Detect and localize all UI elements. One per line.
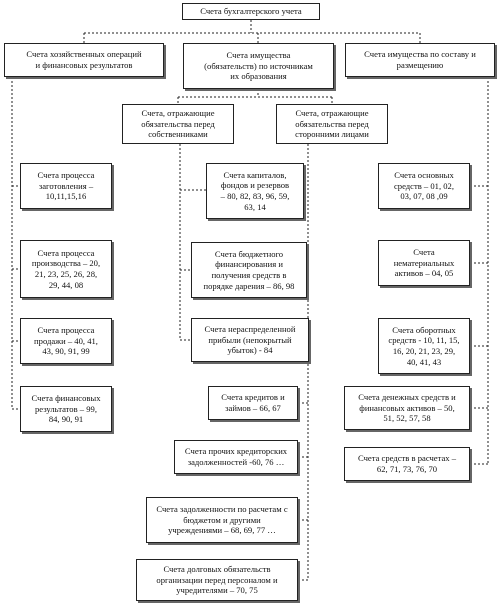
root-box: Счета бухгалтерского учета — [182, 3, 320, 20]
financial-results-label: Счета финансовых результатов – 99, 84, 9… — [31, 392, 101, 425]
composition-box: Счета имущества по составу и размещению — [345, 43, 495, 77]
operations-results-label: Счета хозяйственных операций и финансовы… — [26, 49, 142, 70]
retained-earnings-label: Счета нераспределенной прибыли (непокрыт… — [204, 323, 296, 356]
cash-financial-assets-box: Счета денежных средств и финансовых акти… — [344, 386, 470, 430]
capital-funds-box: Счета капиталов, фондов и резервов – 80,… — [206, 163, 304, 219]
financial-results-box: Счета финансовых результатов – 99, 84, 9… — [20, 386, 112, 432]
current-assets-label: Счета оборотных средств - 10, 11, 15, 16… — [388, 324, 460, 367]
capital-funds-label: Счета капиталов, фондов и резервов – 80,… — [220, 169, 290, 212]
current-assets-box: Счета оборотных средств - 10, 11, 15, 16… — [378, 318, 470, 374]
intangible-assets-box: Счета нематериальных активов – 04, 05 — [378, 240, 470, 286]
fixed-assets-label: Счета основных средств – 01, 02, 03, 07,… — [393, 169, 455, 202]
retained-earnings-box: Счета нераспределенной прибыли (непокрыт… — [191, 318, 309, 362]
root-label: Счета бухгалтерского учета — [200, 6, 302, 17]
third-party-obligations-label: Счета, отражающие обязательства перед ст… — [295, 107, 369, 140]
settlement-funds-box: Счета средств в расчетах – 62, 71, 73, 7… — [344, 447, 470, 481]
credits-loans-label: Счета кредитов и займов – 66, 67 — [221, 392, 285, 413]
budget-financing-label: Счета бюджетного финансирования и получе… — [203, 248, 295, 291]
fixed-assets-box: Счета основных средств – 01, 02, 03, 07,… — [378, 163, 470, 209]
budget-settlements-label: Счета задолженности по расчетам с бюджет… — [156, 503, 288, 536]
other-payables-label: Счета прочих кредиторских задолженностей… — [184, 446, 288, 467]
sources-box: Счета имущества (обязательств) по источн… — [183, 43, 334, 89]
sales-accounts-label: Счета процесса продажи – 40, 41, 43, 90,… — [34, 324, 98, 357]
cash-financial-assets-label: Счета денежных средств и финансовых акти… — [358, 391, 456, 424]
operations-results-box: Счета хозяйственных операций и финансовы… — [4, 43, 164, 77]
owners-obligations-box: Счета, отражающие обязательства перед со… — [122, 104, 234, 144]
debt-obligations-box: Счета долговых обязательств организации … — [136, 559, 298, 601]
sales-accounts-box: Счета процесса продажи – 40, 41, 43, 90,… — [20, 318, 112, 364]
intangible-assets-label: Счета нематериальных активов – 04, 05 — [393, 246, 455, 279]
procurement-accounts-box: Счета процесса заготовления – 10,11,15,1… — [20, 163, 112, 209]
debt-obligations-label: Счета долговых обязательств организации … — [156, 563, 278, 596]
production-accounts-label: Счета процесса производства – 20, 21, 23… — [31, 247, 101, 290]
composition-label: Счета имущества по составу и размещению — [364, 49, 476, 70]
settlement-funds-label: Счета средств в расчетах – 62, 71, 73, 7… — [357, 453, 457, 474]
sources-label: Счета имущества (обязательств) по источн… — [204, 49, 313, 82]
third-party-obligations-box: Счета, отражающие обязательства перед ст… — [276, 104, 388, 144]
credits-loans-box: Счета кредитов и займов – 66, 67 — [208, 386, 298, 420]
other-payables-box: Счета прочих кредиторских задолженностей… — [174, 440, 298, 474]
budget-settlements-box: Счета задолженности по расчетам с бюджет… — [146, 497, 298, 543]
owners-obligations-label: Счета, отражающие обязательства перед со… — [141, 107, 215, 140]
budget-financing-box: Счета бюджетного финансирования и получе… — [191, 242, 307, 298]
procurement-accounts-label: Счета процесса заготовления – 10,11,15,1… — [37, 169, 95, 202]
production-accounts-box: Счета процесса производства – 20, 21, 23… — [20, 240, 112, 298]
